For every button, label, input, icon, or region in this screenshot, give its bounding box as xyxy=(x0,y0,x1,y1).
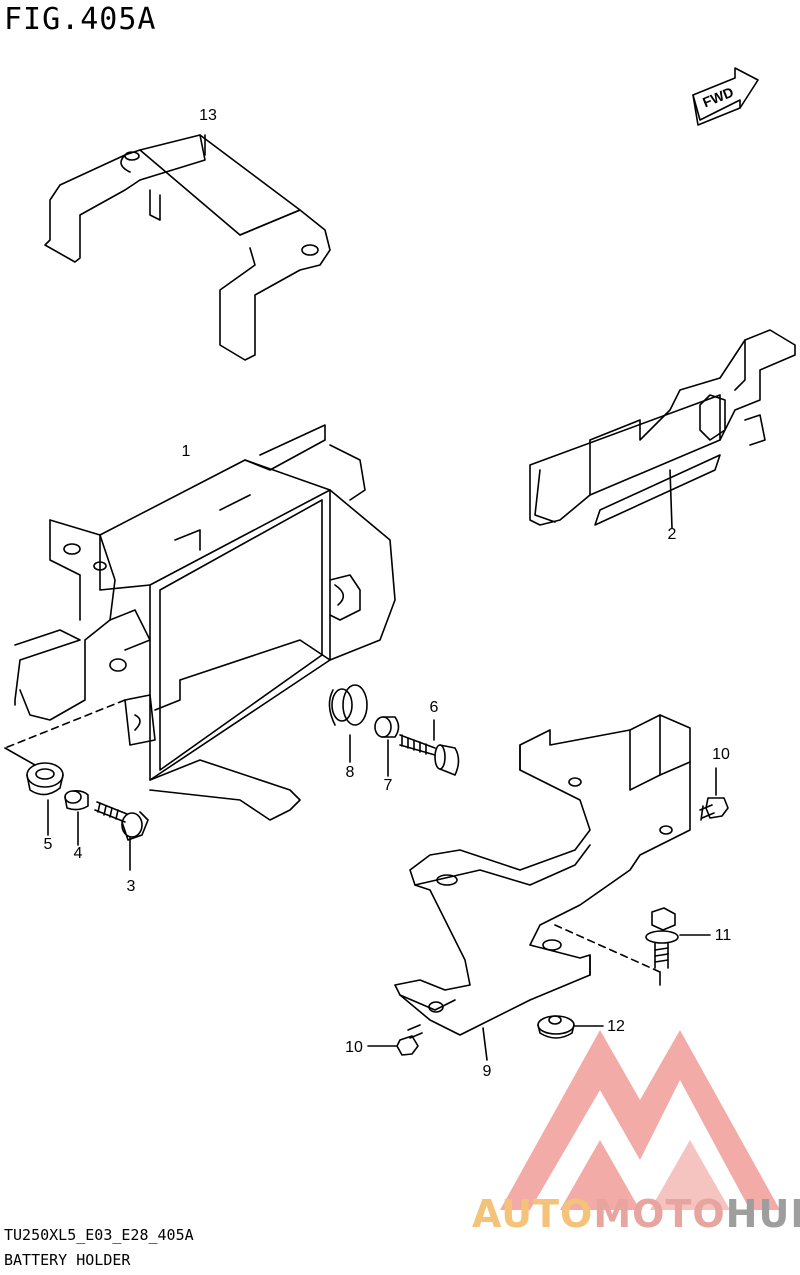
footer-name: BATTERY HOLDER xyxy=(4,1251,131,1269)
callout-10-upper: 10 xyxy=(712,746,730,763)
part-8-grommet xyxy=(328,684,368,726)
callout-7: 7 xyxy=(383,777,393,794)
part-9-lower-bracket xyxy=(394,714,691,1036)
part-12-nut xyxy=(537,1015,575,1039)
leader-dashes-11 xyxy=(554,924,661,973)
part-1-battery-box xyxy=(14,424,396,821)
part-6-bolt xyxy=(399,734,460,776)
callout-4: 4 xyxy=(73,845,83,862)
part-11-bolt xyxy=(645,907,679,969)
part-2-wire-bracket xyxy=(529,329,796,529)
callout-11: 11 xyxy=(714,927,732,944)
callout-13: 13 xyxy=(199,107,217,124)
leader-dashes-1-5 xyxy=(4,699,126,749)
callout-1: 1 xyxy=(181,443,191,460)
part-4-collar xyxy=(64,790,89,811)
callout-5: 5 xyxy=(43,836,53,853)
callout-8: 8 xyxy=(345,764,355,781)
callout-6: 6 xyxy=(429,699,439,716)
callout-12: 12 xyxy=(607,1018,625,1035)
callout-9: 9 xyxy=(482,1063,492,1080)
part-7-collar xyxy=(374,716,400,738)
part-10-bolt-lower xyxy=(396,1024,423,1056)
callout-3: 3 xyxy=(126,878,136,895)
watermark-text: AUTOMOTOHUB xyxy=(472,1192,800,1236)
callout-2: 2 xyxy=(667,526,677,543)
callout-10-lower: 10 xyxy=(345,1039,363,1056)
part-13-cover-bracket xyxy=(44,134,331,361)
footer-code: TU250XL5_E03_E28_405A xyxy=(4,1226,194,1244)
part-10-bolt-upper xyxy=(699,797,729,821)
part-3-bolt xyxy=(94,801,149,841)
figure-title: FIG.405A xyxy=(4,2,157,37)
watermark-logo xyxy=(500,1030,780,1210)
fwd-arrow xyxy=(692,67,759,126)
part-5-grommet xyxy=(26,762,64,796)
